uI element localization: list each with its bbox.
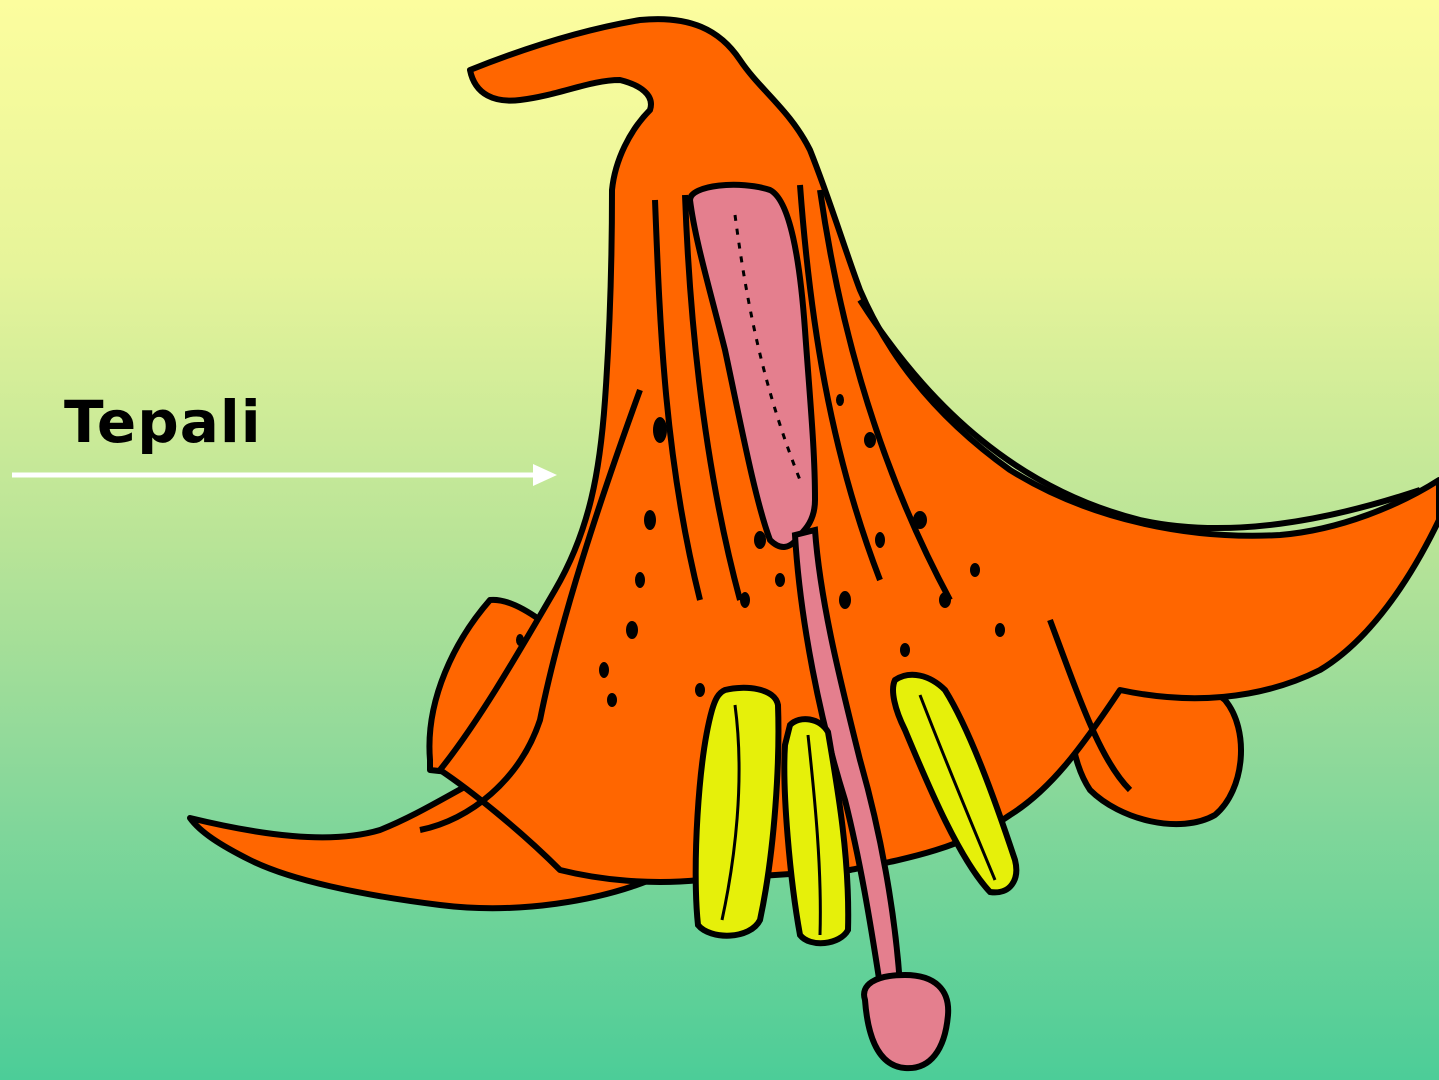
stigma [864,975,948,1068]
tepal-label: Tepali [64,388,262,456]
pointer-arrow [0,455,560,495]
